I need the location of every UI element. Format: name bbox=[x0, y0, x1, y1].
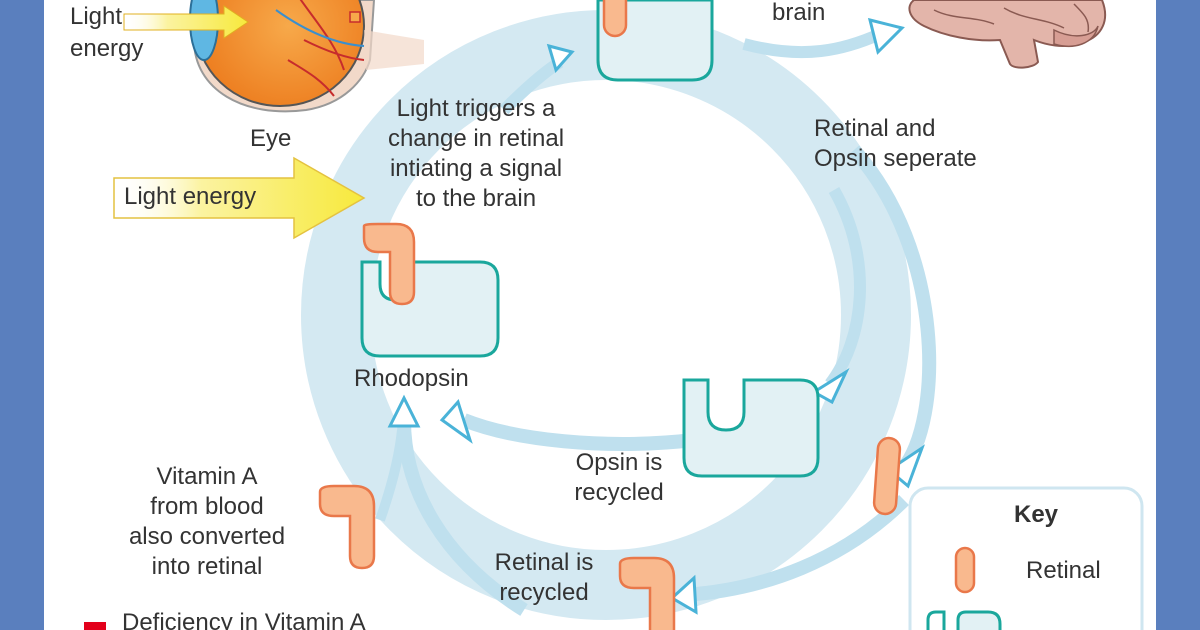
label-rhodopsin: Rhodopsin bbox=[354, 365, 469, 392]
label-retinal-rec-line-1: Retinal is bbox=[494, 549, 594, 576]
cycle-arrowhead-right-inner bbox=[811, 368, 850, 405]
label-trigger: Light triggers a change in retinal intia… bbox=[356, 94, 596, 214]
label-trigger-line-3: intiating a signal bbox=[389, 155, 563, 182]
label-separate-line-2: Opsin seperate bbox=[814, 145, 977, 172]
light-arrow-main bbox=[113, 156, 366, 240]
key-title: Key bbox=[1014, 501, 1059, 528]
arrow-opsin-recycled bbox=[461, 413, 695, 451]
retinal-piece-vitamin bbox=[318, 484, 376, 570]
arrowhead-to-top-box bbox=[546, 43, 575, 74]
label-vitamin-line-2: from blood bbox=[150, 493, 264, 520]
deficiency-marker bbox=[84, 622, 106, 630]
cycle-arrow-right-outer bbox=[848, 145, 937, 475]
retinal-piece-recycled bbox=[618, 556, 676, 630]
arrow-to-rhodopsin bbox=[397, 419, 528, 616]
label-vitamin-line-3: also converted bbox=[128, 523, 286, 550]
label-trigger-line-1: Light triggers a bbox=[396, 95, 556, 122]
label-trigger-line-4: to the brain bbox=[415, 185, 537, 212]
arrowhead-opsin-recycled bbox=[439, 399, 473, 444]
retinal-cycle-diagram bbox=[84, 0, 1144, 630]
label-separate-line-1: Retinal and bbox=[814, 115, 936, 142]
label-separate: Retinal and Opsin seperate bbox=[814, 114, 977, 174]
key-box bbox=[908, 486, 1144, 630]
label-retinal-recycled: Retinal is recycled bbox=[474, 548, 614, 608]
label-retinal-rec-line-2: recycled bbox=[499, 579, 589, 606]
arrowhead-retinal-recycled bbox=[669, 574, 698, 615]
label-opsin-recycled: Opsin is recycled bbox=[544, 448, 694, 508]
brain-illustration bbox=[908, 0, 1107, 69]
retinal-piece-right bbox=[872, 436, 902, 516]
label-light-top-2: energy bbox=[70, 35, 144, 62]
key-retinal-label: Retinal bbox=[1026, 557, 1101, 584]
arrow-vitamin-merge bbox=[375, 429, 407, 522]
label-vitamin-a: Vitamin A from blood also converted into… bbox=[104, 462, 310, 582]
label-light-energy: Light energy bbox=[124, 183, 257, 210]
opsin-shape bbox=[682, 378, 820, 478]
rhodopsin-shape bbox=[360, 222, 500, 358]
diagram-frame: Light energy Eye brain Light energy Ligh… bbox=[44, 0, 1156, 630]
arrow-retinal-recycled bbox=[683, 495, 909, 602]
label-opsin-line-2: recycled bbox=[574, 479, 664, 506]
light-arrow-small bbox=[123, 5, 249, 39]
top-rhodopsin-shape bbox=[596, 0, 714, 82]
label-deficiency: Deficiency in Vitamin A bbox=[122, 609, 366, 630]
label-trigger-line-2: change in retinal bbox=[387, 125, 565, 152]
arrowhead-to-rhodopsin bbox=[387, 394, 421, 428]
label-eye: Eye bbox=[250, 125, 292, 152]
label-opsin-line-1: Opsin is bbox=[575, 449, 663, 476]
cycle-arrow-right-inner bbox=[825, 187, 866, 388]
label-vitamin-line-4: into retinal bbox=[151, 553, 263, 580]
label-brain: brain bbox=[772, 0, 826, 26]
label-light-top-1: Light bbox=[70, 3, 123, 30]
label-vitamin-line-1: Vitamin A bbox=[156, 463, 258, 490]
arrowhead-to-brain bbox=[867, 17, 905, 55]
arrow-to-brain bbox=[742, 28, 883, 59]
